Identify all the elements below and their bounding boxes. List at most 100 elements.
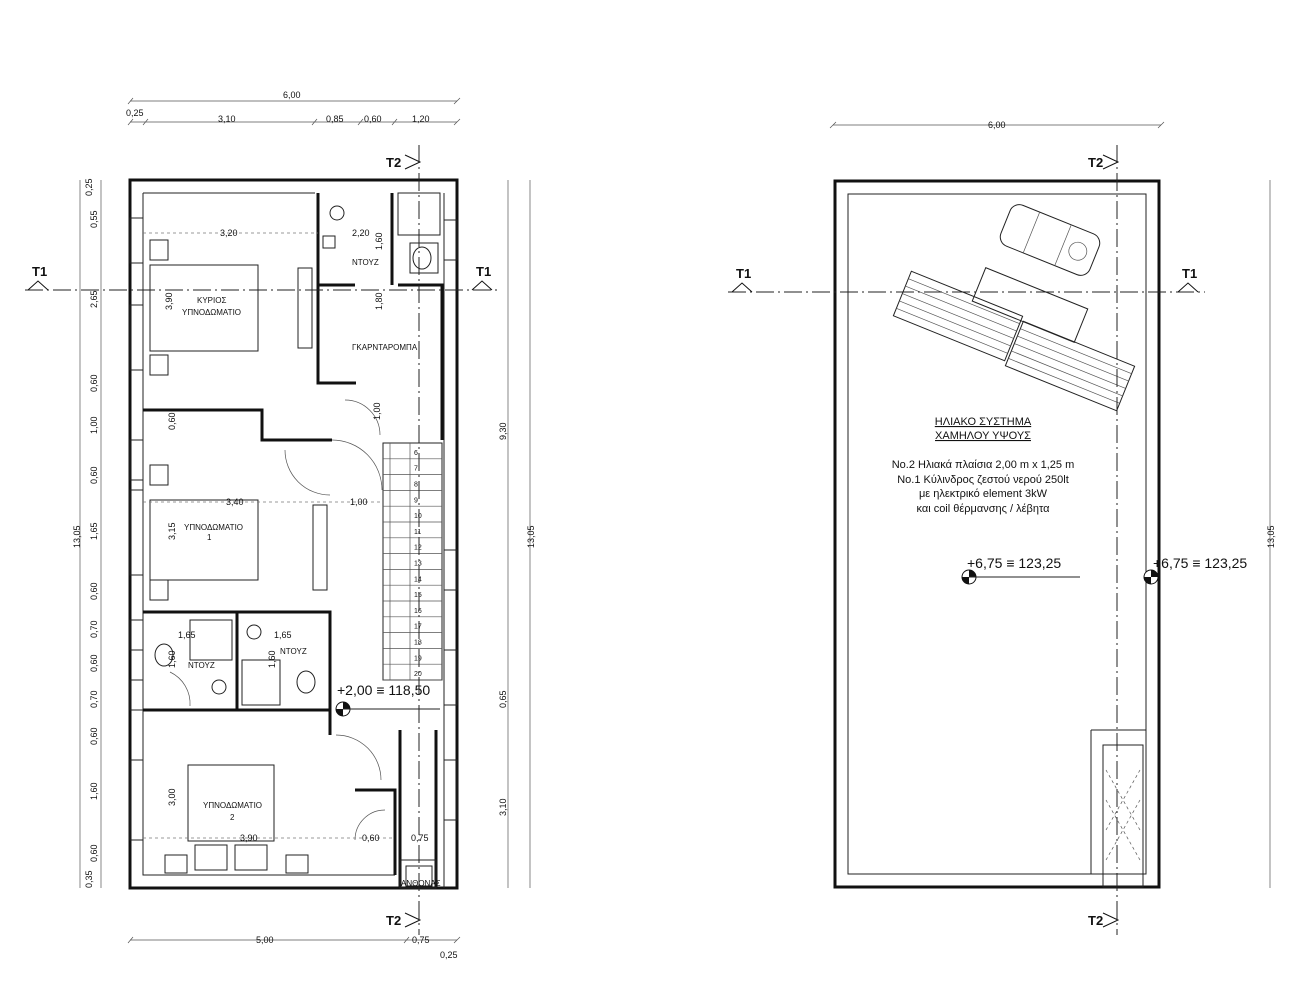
dim-master-height: 3,90 xyxy=(164,292,174,310)
dim-shower2-width: 1,65 xyxy=(274,630,292,640)
dim-left-8: 0,60 xyxy=(89,582,99,600)
stair-number: 19 xyxy=(414,655,422,662)
dim-left-3: 1,60 xyxy=(89,782,99,800)
dim-left-5: 0,70 xyxy=(89,690,99,708)
solar-panels xyxy=(892,204,1136,412)
section-t1-right-a: T1 xyxy=(736,266,751,281)
solar-note-1: No.2 Ηλιακά πλαίσια 2,00 m x 1,25 m xyxy=(892,459,1075,471)
level-label-roof-edge: +6,75 ≡ 123,25 xyxy=(1153,555,1247,571)
water-cylinder xyxy=(999,204,1101,276)
dim-bed2-a: 0,60 xyxy=(362,833,380,843)
stair-number: 18 xyxy=(414,639,422,646)
dim-shower2-height: 1,60 xyxy=(267,650,277,668)
dim-bottom-a: 5,00 xyxy=(256,935,274,945)
section-t1-left-b: T1 xyxy=(476,264,491,279)
dim-left-1: 0,35 xyxy=(84,870,94,888)
dim-left-14: 0,55 xyxy=(89,210,99,228)
dim-roof-top: 6,00 xyxy=(988,120,1006,130)
toilet-3 xyxy=(154,643,174,667)
level-marker-left: +2,00 ≡ 118,50 xyxy=(335,682,440,717)
dim-top-seg-4: 0,60 xyxy=(364,114,382,124)
bottom-dimensions: 5,00 0,75 0,25 xyxy=(127,935,461,960)
toilet-1 xyxy=(412,246,432,270)
left-dimensions: 13,05 0,35 0,60 1,60 0,60 0,70 0,60 0,70… xyxy=(72,178,102,888)
bed2-bed xyxy=(187,764,275,842)
dim-bed1-gap: 0,60 xyxy=(167,412,177,430)
dim-left-15: 0,25 xyxy=(84,178,94,196)
dim-left-12: 0,60 xyxy=(89,374,99,392)
dim-shower1-width: 1,65 xyxy=(178,630,196,640)
solar-title-1: ΗΛΙΑΚΟ ΣΥΣΤΗΜΑ xyxy=(935,416,1032,428)
dim-corridor: 1,00 xyxy=(372,402,382,420)
stair-number: 17 xyxy=(414,624,422,631)
stair-number: 9 xyxy=(414,497,418,504)
level-label-roof-center: +6,75 ≡ 123,25 xyxy=(967,555,1061,571)
solar-note-2: No.1 Κύλινδρος ζεστού νερού 250lt xyxy=(897,474,1069,486)
room-bed2-line2: 2 xyxy=(230,813,235,822)
section-lines-left: T1 T1 T2 T2 xyxy=(25,145,500,935)
stair-number: 13 xyxy=(414,560,422,567)
room-shower-right: ΝΤΟΥΖ xyxy=(280,647,307,656)
room-bed1-line2: 1 xyxy=(207,533,212,542)
dim-right-lower-a: 0,65 xyxy=(498,690,508,708)
stair-number: 11 xyxy=(414,529,421,536)
solar-title-2: ΧΑΜΗΛΟΥ ΥΨΟΥΣ xyxy=(935,430,1031,442)
inner-dimension-labels: 3,20 3,90 2,20 1,60 1,80 1,00 3,40 3,15 … xyxy=(143,228,429,843)
furniture xyxy=(149,192,441,887)
room-shower-left: ΝΤΟΥΖ xyxy=(188,661,215,670)
dim-bed2-height: 3,00 xyxy=(167,788,177,806)
dim-left-11: 1,00 xyxy=(89,416,99,434)
section-t2-right-top: T2 xyxy=(1088,155,1103,170)
dim-left-13: 2,65 xyxy=(89,290,99,308)
master-bed xyxy=(149,264,259,352)
dim-bed1-width: 3,40 xyxy=(226,497,244,507)
dim-left-6: 0,60 xyxy=(89,654,99,672)
dim-top-overall: 6,00 xyxy=(283,90,301,100)
room-wardrobe: ΓΚΑΡΝΤΑΡΟΜΠΑ xyxy=(352,343,418,352)
dim-left-2: 0,60 xyxy=(89,844,99,862)
stair-number: 12 xyxy=(414,545,422,552)
roof-lift-shaft xyxy=(1102,744,1144,888)
stair-number: 10 xyxy=(414,513,422,520)
level-label-left: +2,00 ≡ 118,50 xyxy=(337,682,430,698)
stair-number: 8 xyxy=(414,481,418,488)
dim-wardrobe-height: 1,80 xyxy=(374,292,384,310)
solar-note-3: με ηλεκτρικό element 3kW xyxy=(919,488,1048,500)
dim-master-width: 3,20 xyxy=(220,228,238,238)
dim-hall: 1,00 xyxy=(350,497,368,507)
dim-top-seg-5: 1,20 xyxy=(412,114,430,124)
left-floor-plan: 6,00 0,25 3,10 0,85 0,60 1,20 13,05 0,35… xyxy=(25,90,536,960)
section-t2-left-top: T2 xyxy=(386,155,401,170)
dim-top-seg-1: 0,25 xyxy=(126,108,144,118)
right-dimensions: 9,30 0,65 3,10 13,05 xyxy=(498,180,536,888)
dim-top-seg-3: 0,85 xyxy=(326,114,344,124)
dim-shower-height: 1,60 xyxy=(374,232,384,250)
level-markers-roof: +6,75 ≡ 123,25 +6,75 ≡ 123,25 xyxy=(961,555,1247,585)
dim-left-9: 1,65 xyxy=(89,522,99,540)
section-lines-right: T1 T1 T2 T2 xyxy=(728,145,1205,935)
stair-number: 14 xyxy=(414,576,422,583)
section-t1-right-b: T1 xyxy=(1182,266,1197,281)
door-swings xyxy=(169,399,386,841)
solar-note-4: και coil θέρμανσης / λέβητα xyxy=(916,503,1050,515)
section-t2-right-bottom: T2 xyxy=(1088,913,1103,928)
dim-bed2-width: 3,90 xyxy=(240,833,258,843)
dim-bed1-height: 3,15 xyxy=(167,522,177,540)
bed1-bed xyxy=(149,499,259,581)
dim-right-upper: 9,30 xyxy=(498,422,508,440)
dim-left-10: 0,60 xyxy=(89,466,99,484)
dim-shower-width: 2,20 xyxy=(352,228,370,238)
stair-number: 6 xyxy=(414,450,418,457)
dim-right-total: 13,05 xyxy=(526,525,536,548)
dim-bottom-b: 0,75 xyxy=(412,935,430,945)
room-lift: ΑΝΘΟΝΑΣ xyxy=(401,879,441,888)
dim-bottom-c: 0,25 xyxy=(440,950,458,960)
room-master-line2: ΥΠΝΟΔΩΜΑΤΙΟ xyxy=(182,308,241,317)
right-roof-plan: 6,00 13,05 xyxy=(728,120,1276,935)
solar-system-notes: ΗΛΙΑΚΟ ΣΥΣΤΗΜΑ ΧΑΜΗΛΟΥ ΥΨΟΥΣ No.2 Ηλιακά… xyxy=(892,416,1075,515)
room-shower-top: ΝΤΟΥΖ xyxy=(352,258,379,267)
outer-walls xyxy=(128,178,459,890)
dim-shower1-height: 1,60 xyxy=(167,650,177,668)
dim-left-total: 13,05 xyxy=(72,525,82,548)
